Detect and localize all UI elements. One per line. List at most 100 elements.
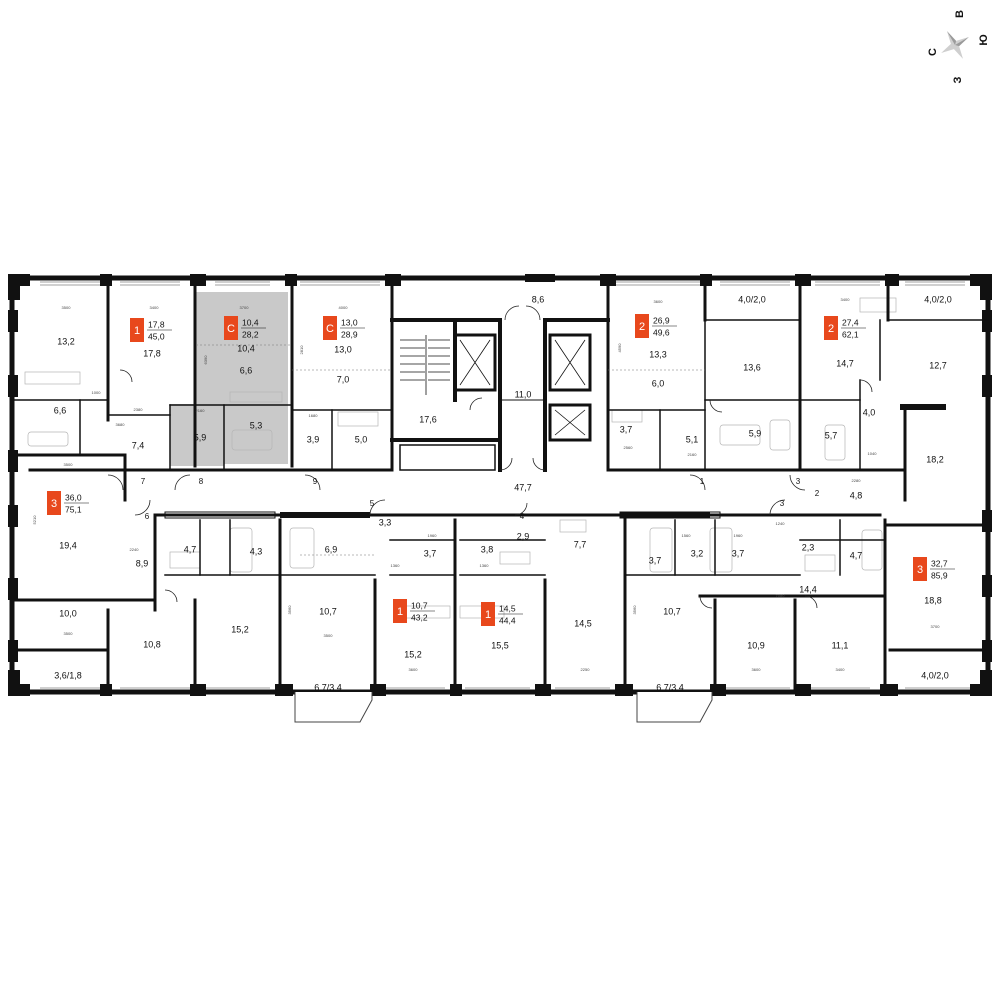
dimension-label: 1360 [480,563,490,568]
dimension-label: 3560 [632,605,637,615]
room-area: 6,0 [652,378,665,388]
balconies [294,692,713,723]
dimension-label: 5210 [32,515,37,525]
compass-star-icon [941,31,969,59]
dimension-label: 4590 [617,343,622,353]
room-area: 4,0 [863,407,876,417]
dimension-label: 2810 [299,345,304,355]
compass-s: Ю [978,34,990,45]
room-area: 5,0 [355,434,368,444]
dimension-label: 2380 [134,407,144,412]
room-area: 4,0/2,0 [738,294,766,304]
apartment-badges: 1 17,8 45,0 С 10,4 28,2 С 13,0 28,9 2 26… [47,314,955,626]
room-area: 15,2 [231,624,249,634]
svg-text:17,8: 17,8 [148,319,165,329]
room-area: 3,6/1,8 [54,670,82,680]
apartment-badge: С 10,4 28,2 [224,316,266,340]
room-area: 11,0 [515,389,532,399]
room-area: 10,4 [237,343,255,353]
dimension-label: 3500 [64,462,74,467]
entrance-number: 3 [780,499,785,508]
dimension-label: 3680 [116,422,126,427]
room-area: 13,3 [649,349,667,359]
entrance-number: 8 [199,477,204,486]
svg-text:3: 3 [51,498,57,510]
room-area: 10,7 [663,606,681,616]
svg-text:С: С [326,323,334,335]
dimension-label: 3400 [836,667,846,672]
dimensions: 3500 3400 3700 4000 3600 3400 1000 2380 … [32,297,940,672]
svg-text:45,0: 45,0 [148,331,165,341]
room-area: 6,6 [54,405,67,415]
svg-text:27,4: 27,4 [842,317,859,327]
entrance-number: 9 [313,477,318,486]
room-area: 8,9 [136,558,149,568]
svg-text:3: 3 [917,564,923,576]
room-area: 14,4 [799,584,817,594]
svg-text:62,1: 62,1 [842,329,859,339]
room-area: 4,7 [850,550,863,560]
svg-text:2: 2 [828,323,834,335]
compass-w: З [952,76,964,83]
svg-text:28,2: 28,2 [242,329,259,339]
dimension-label: 4000 [339,305,349,310]
apartment-badge: 1 10,7 43,2 [393,599,435,623]
room-area: 47,7 [514,482,532,492]
room-area: 2,3 [802,542,815,552]
room-area: 18,8 [924,595,942,605]
dimension-label: 3500 [62,305,72,310]
svg-text:44,4: 44,4 [499,615,516,625]
dimension-label: 1000 [92,390,102,395]
dimension-label: 6390 [203,355,208,365]
dimension-label: 1960 [734,533,744,538]
room-area: 7,7 [574,539,587,549]
svg-text:14,5: 14,5 [499,603,516,613]
svg-text:1: 1 [397,606,403,618]
svg-text:26,9: 26,9 [653,315,670,325]
room-area: 13,2 [57,336,75,346]
apartment-badge: 1 17,8 45,0 [130,318,172,342]
doors [107,305,873,609]
room-labels: 13,2 6,6 17,8 7,4 10,4 6,6 5,3 5,9 13,0 … [54,294,952,692]
apartment-badge: 1 14,5 44,4 [481,602,523,626]
room-area: 5,1 [686,434,699,444]
svg-text:С: С [227,323,235,335]
room-area: 3,8 [481,544,494,554]
dimension-label: 1960 [428,533,438,538]
dimension-label: 3700 [240,305,250,310]
compass-e: В [954,10,966,18]
dimension-label: 1040 [868,451,878,456]
room-area: 4,3 [250,546,263,556]
room-area: 5,3 [250,420,263,430]
room-area: 4,0/2,0 [924,294,952,304]
room-area: 6,6 [240,365,253,375]
room-area: 10,9 [747,640,765,650]
entrance-number: 6 [145,512,150,521]
entrance-number: 4 [520,512,525,521]
svg-text:85,9: 85,9 [931,570,948,580]
dimension-label: 2160 [196,408,206,413]
room-area: 12,7 [929,360,947,370]
apartment-badge: С 13,0 28,9 [323,316,365,340]
room-area: 4,0/2,0 [921,670,949,680]
svg-text:2: 2 [639,321,645,333]
room-area: 10,7 [319,606,337,616]
dimension-label: 3560 [287,605,292,615]
room-area: 18,2 [926,454,944,464]
dimension-label: 3400 [150,305,160,310]
dimension-label: 2240 [130,547,140,552]
svg-text:49,6: 49,6 [653,327,670,337]
room-area: 14,7 [836,358,854,368]
svg-text:43,2: 43,2 [411,612,428,622]
dimension-label: 2160 [688,452,698,457]
room-area: 3,9 [307,434,320,444]
entrance-numbers: 7 8 9 6 5 4 1 2 3 3 [141,477,820,521]
room-area: 10,8 [143,639,161,649]
entrance-number: 2 [815,489,820,498]
room-area: 7,4 [132,440,145,450]
svg-text:28,9: 28,9 [341,329,358,339]
core-details [164,335,721,519]
room-area: 5,9 [194,432,207,442]
room-area: 19,4 [59,540,77,550]
walls [8,274,992,696]
